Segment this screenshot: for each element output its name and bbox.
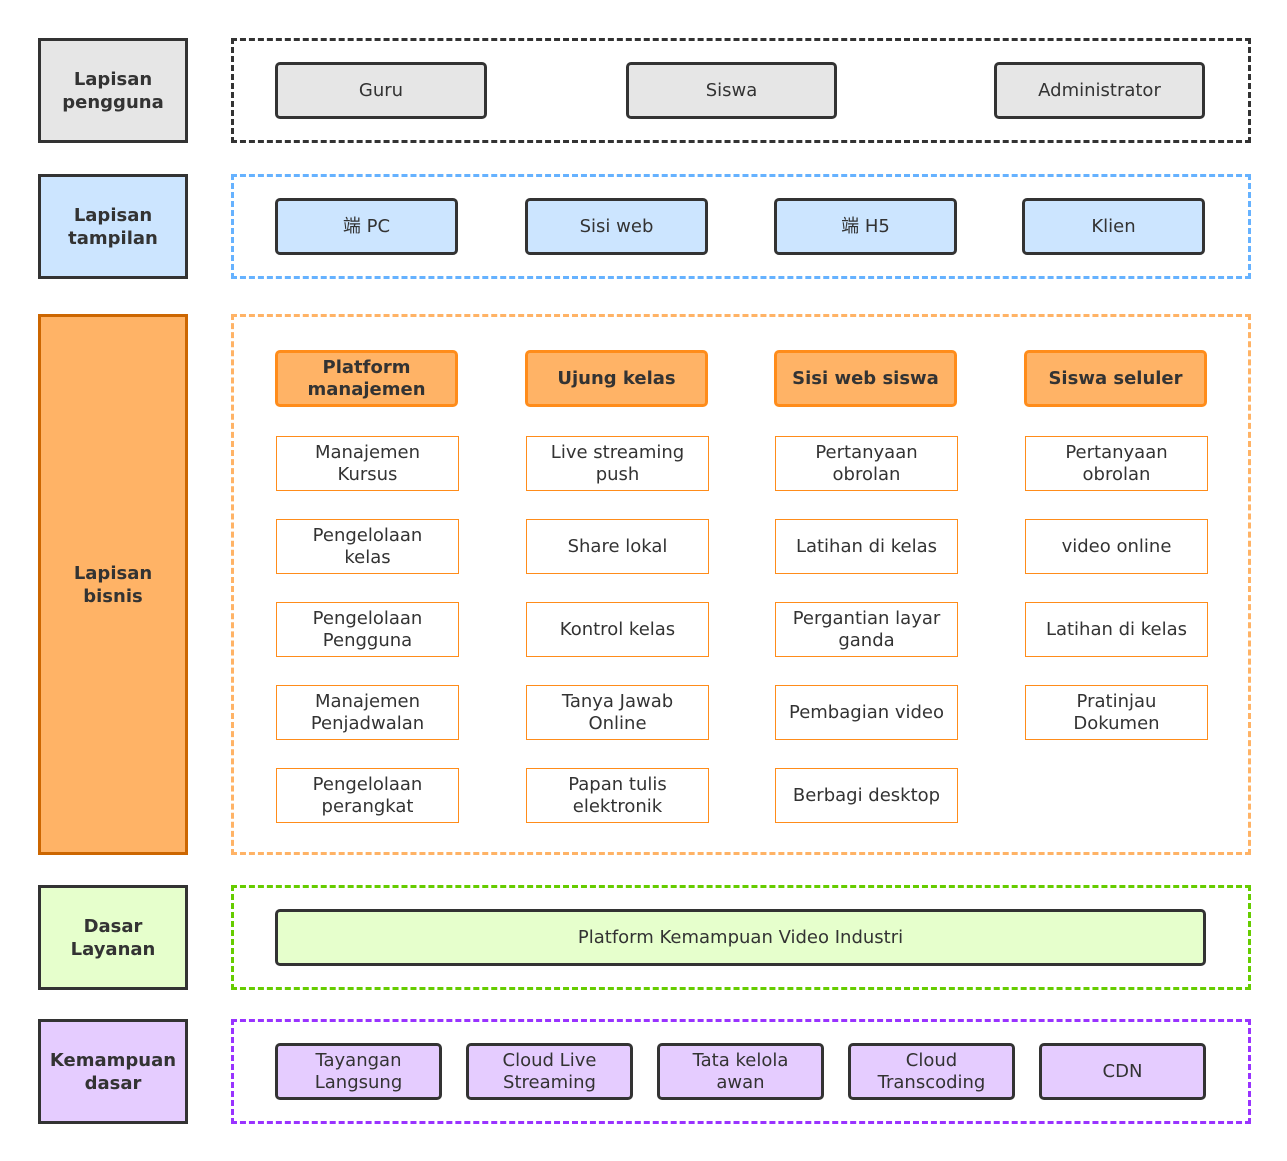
business-header-student-mobile-text: Siswa seluler bbox=[1048, 367, 1183, 389]
layer-label-business: Lapisan bisnis bbox=[38, 314, 188, 855]
layer-label-business-text: Lapisan bisnis bbox=[73, 562, 153, 607]
group-service bbox=[231, 885, 1251, 990]
layer-label-service: Dasar Layanan bbox=[38, 885, 188, 990]
business-feature: Manajemen Kursus bbox=[276, 436, 459, 491]
business-feature: Kontrol kelas bbox=[526, 602, 709, 657]
business-feature-text: Pratinjau Dokumen bbox=[1073, 690, 1160, 734]
base-node-cdn: CDN bbox=[1039, 1043, 1206, 1100]
business-feature-text: Share lokal bbox=[567, 535, 668, 557]
business-feature-text: Live streaming push bbox=[550, 441, 685, 485]
business-feature: Latihan di kelas bbox=[775, 519, 958, 574]
business-feature-text: Pembagian video bbox=[788, 701, 945, 723]
business-feature: Pengelolaan perangkat bbox=[276, 768, 459, 823]
group-base bbox=[231, 1019, 1251, 1124]
base-node-cloud-governance: Tata kelola awan bbox=[657, 1043, 824, 1100]
base-node-cdn-text: CDN bbox=[1102, 1060, 1143, 1082]
business-feature: Pratinjau Dokumen bbox=[1025, 685, 1208, 740]
user-node-guru: Guru bbox=[275, 62, 487, 119]
group-presentation bbox=[231, 174, 1251, 279]
business-feature-text: Pertanyaan obrolan bbox=[815, 441, 918, 485]
base-node-live-text: Tayangan Langsung bbox=[314, 1049, 403, 1093]
business-feature: Live streaming push bbox=[526, 436, 709, 491]
business-feature-text: Latihan di kelas bbox=[1045, 618, 1188, 640]
layer-label-user: Lapisan pengguna bbox=[38, 38, 188, 143]
service-node-video-platform: Platform Kemampuan Video Industri bbox=[275, 909, 1206, 966]
business-header-classroom-text: Ujung kelas bbox=[557, 367, 676, 389]
business-feature: Berbagi desktop bbox=[775, 768, 958, 823]
base-node-live: Tayangan Langsung bbox=[275, 1043, 442, 1100]
base-node-cloud-live: Cloud Live Streaming bbox=[466, 1043, 633, 1100]
business-header-classroom: Ujung kelas bbox=[525, 350, 708, 407]
business-feature: Pembagian video bbox=[775, 685, 958, 740]
business-feature: Manajemen Penjadwalan bbox=[276, 685, 459, 740]
business-feature-text: Papan tulis elektronik bbox=[568, 773, 667, 817]
business-feature-text: Pengelolaan perangkat bbox=[312, 773, 423, 817]
presentation-node-pc-text: 端 PC bbox=[342, 215, 391, 237]
presentation-node-client: Klien bbox=[1022, 198, 1205, 255]
business-feature-text: Pertanyaan obrolan bbox=[1065, 441, 1168, 485]
presentation-node-h5-text: 端 H5 bbox=[841, 215, 890, 237]
presentation-node-client-text: Klien bbox=[1091, 215, 1136, 237]
layer-label-service-text: Dasar Layanan bbox=[70, 915, 156, 960]
layer-label-presentation-text: Lapisan tampilan bbox=[68, 204, 158, 249]
business-header-student-web: Sisi web siswa bbox=[774, 350, 957, 407]
business-feature: Pertanyaan obrolan bbox=[775, 436, 958, 491]
business-feature-text: Tanya Jawab Online bbox=[561, 690, 674, 734]
business-feature: Pertanyaan obrolan bbox=[1025, 436, 1208, 491]
presentation-node-web: Sisi web bbox=[525, 198, 708, 255]
layer-label-presentation: Lapisan tampilan bbox=[38, 174, 188, 279]
business-feature-text: Manajemen Penjadwalan bbox=[310, 690, 425, 734]
user-node-administrator-text: Administrator bbox=[1038, 79, 1161, 101]
presentation-node-pc: 端 PC bbox=[275, 198, 458, 255]
layer-label-base: Kemampuan dasar bbox=[38, 1019, 188, 1124]
base-node-cloud-transcoding-text: Cloud Transcoding bbox=[877, 1049, 986, 1093]
layer-label-base-text: Kemampuan dasar bbox=[49, 1049, 177, 1094]
business-feature: Tanya Jawab Online bbox=[526, 685, 709, 740]
business-header-platform-text: Platform manajemen bbox=[307, 356, 426, 400]
business-feature: video online bbox=[1025, 519, 1208, 574]
base-node-cloud-transcoding: Cloud Transcoding bbox=[848, 1043, 1015, 1100]
business-feature: Latihan di kelas bbox=[1025, 602, 1208, 657]
business-feature: Papan tulis elektronik bbox=[526, 768, 709, 823]
user-node-administrator: Administrator bbox=[994, 62, 1205, 119]
business-feature-text: video online bbox=[1061, 535, 1172, 557]
group-user bbox=[231, 38, 1251, 143]
business-header-student-web-text: Sisi web siswa bbox=[792, 367, 939, 389]
user-node-siswa: Siswa bbox=[626, 62, 837, 119]
business-feature-text: Pengelolaan kelas bbox=[312, 524, 423, 568]
service-node-video-platform-text: Platform Kemampuan Video Industri bbox=[577, 926, 904, 948]
user-node-siswa-text: Siswa bbox=[705, 79, 758, 101]
business-header-platform: Platform manajemen bbox=[275, 350, 458, 407]
business-feature-text: Latihan di kelas bbox=[795, 535, 938, 557]
business-feature: Share lokal bbox=[526, 519, 709, 574]
business-feature-text: Kontrol kelas bbox=[559, 618, 676, 640]
group-business bbox=[231, 314, 1251, 855]
presentation-node-web-text: Sisi web bbox=[579, 215, 654, 237]
business-feature-text: Pengelolaan Pengguna bbox=[312, 607, 423, 651]
business-feature: Pengelolaan Pengguna bbox=[276, 602, 459, 657]
business-feature: Pergantian layar ganda bbox=[775, 602, 958, 657]
business-feature: Pengelolaan kelas bbox=[276, 519, 459, 574]
presentation-node-h5: 端 H5 bbox=[774, 198, 957, 255]
base-node-cloud-live-text: Cloud Live Streaming bbox=[502, 1049, 597, 1093]
business-feature-text: Manajemen Kursus bbox=[314, 441, 421, 485]
user-node-guru-text: Guru bbox=[358, 79, 404, 101]
business-header-student-mobile: Siswa seluler bbox=[1024, 350, 1207, 407]
base-node-cloud-governance-text: Tata kelola awan bbox=[692, 1049, 789, 1093]
business-feature-text: Berbagi desktop bbox=[792, 784, 941, 806]
business-feature-text: Pergantian layar ganda bbox=[792, 607, 941, 651]
layer-label-user-text: Lapisan pengguna bbox=[62, 68, 164, 113]
